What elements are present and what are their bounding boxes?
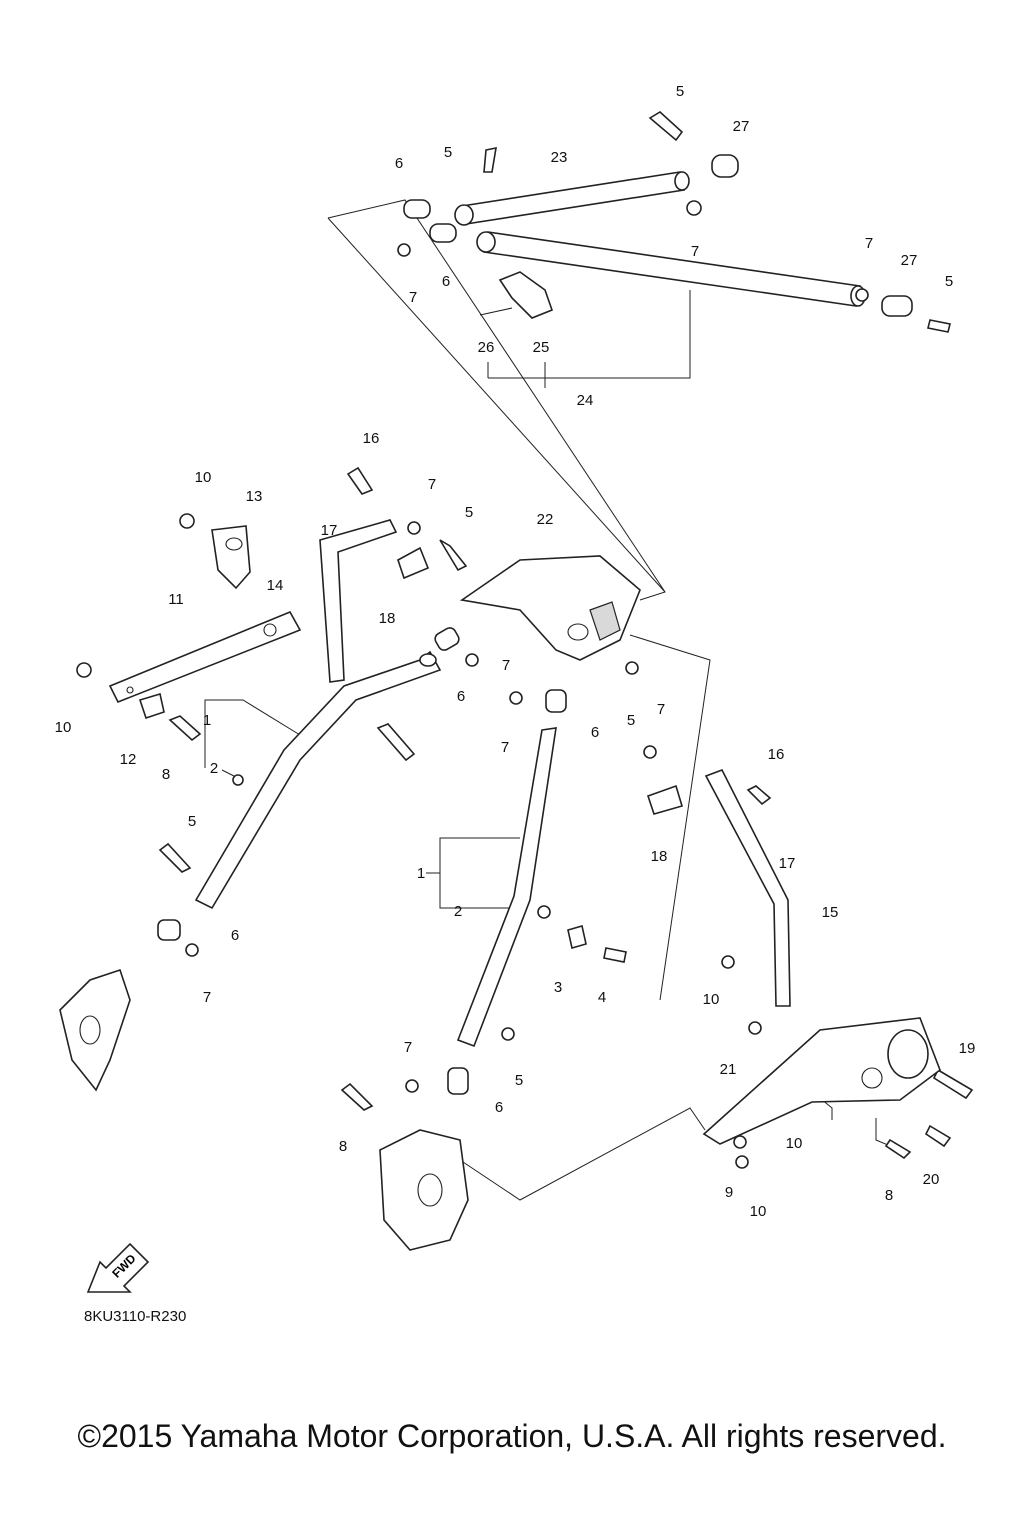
callout-2-a: 2 [210,760,218,777]
callout-10-a: 10 [195,469,212,486]
callout-25: 25 [533,339,550,356]
callout-20: 20 [923,1171,940,1188]
callout-7-e: 7 [502,657,510,674]
callout-27-a: 27 [733,118,750,135]
callout-10-e: 10 [750,1203,767,1220]
diagram-code: 8KU3110-R230 [84,1308,187,1325]
callout-8-a: 8 [162,766,170,783]
callout-22: 22 [537,511,554,528]
callout-5-b: 5 [444,144,452,161]
callout-24: 24 [577,392,594,409]
callout-10-b: 10 [55,719,72,736]
bracket-11 [108,610,302,704]
callout-11: 11 [168,591,184,608]
end-caps-27 [711,154,913,317]
bracket-22 [459,555,641,661]
callout-10-c: 10 [703,991,720,1008]
callout-6-b: 6 [442,273,450,290]
callout-7-b: 7 [691,243,699,260]
callout-4: 4 [598,989,606,1006]
callout-10-d: 10 [786,1135,803,1152]
bolts-and-nuts [76,111,974,1169]
collars-6-main [157,627,567,1095]
callout-5-e: 5 [627,712,635,729]
callout-9: 9 [725,1184,733,1201]
callout-6-f: 6 [495,1099,503,1116]
callout-6-e: 6 [231,927,239,944]
callout-7-a: 7 [409,289,417,306]
callout-5-c: 5 [945,273,953,290]
callout-17-a: 17 [321,522,338,539]
stay-14 [319,519,398,683]
callout-15: 15 [822,904,839,921]
stay-15 [704,768,791,1007]
callout-18-a: 18 [379,610,396,627]
callout-5-d: 5 [465,504,473,521]
callout-6-a: 6 [395,155,403,172]
callout-12: 12 [120,751,137,768]
callout-5-g: 5 [515,1072,523,1089]
fwd-arrow-icon: FWD [86,1242,150,1293]
callout-1-a: 1 [203,712,211,729]
callout-5-a: 5 [676,83,684,100]
bracket-25 [479,271,554,319]
callout-8-c: 8 [885,1187,893,1204]
callout-7-f: 7 [501,739,509,756]
clamp-18-right [646,784,683,815]
callout-2-b: 2 [454,903,462,920]
callout-7-d: 7 [428,476,436,493]
copyright-notice: ©2015 Yamaha Motor Corporation, U.S.A. A… [77,1418,947,1454]
callout-16-b: 16 [768,746,785,763]
frame-casting-centre [379,1129,469,1251]
clip-12 [138,692,165,720]
frame-casting-left [59,968,131,1092]
clamp-18-left [397,546,430,580]
callout-21: 21 [720,1061,737,1078]
tube-1-right [456,727,557,1048]
clip-3 [567,924,587,950]
tube-1-left [194,650,442,910]
callout-7-c: 7 [865,235,873,252]
collars-6-upper [403,199,457,243]
callout-23: 23 [551,149,568,166]
callout-7-h: 7 [203,989,211,1006]
callout-14: 14 [267,577,284,594]
callout-3: 3 [554,979,562,996]
callout-17-b: 17 [779,855,796,872]
upper-bar-23 [454,171,690,226]
callout-labels: 5 27 5 23 6 7 6 7 7 27 5 26 25 24 16 10 … [55,83,976,1220]
callout-19: 19 [959,1040,976,1057]
callout-27-b: 27 [901,252,918,269]
bracket-13 [211,525,251,590]
callout-6-d: 6 [591,724,599,741]
callout-8-b: 8 [339,1138,347,1155]
frame-casting-right [702,1017,941,1145]
callout-5-f: 5 [188,813,196,830]
callout-6-c: 6 [457,688,465,705]
callout-16-a: 16 [363,430,380,447]
callout-7-i: 7 [404,1039,412,1056]
callout-26: 26 [478,339,495,356]
callout-7-g: 7 [657,701,665,718]
callout-13: 13 [246,488,263,505]
callout-18-b: 18 [651,848,668,865]
callout-1-b: 1 [417,865,425,882]
